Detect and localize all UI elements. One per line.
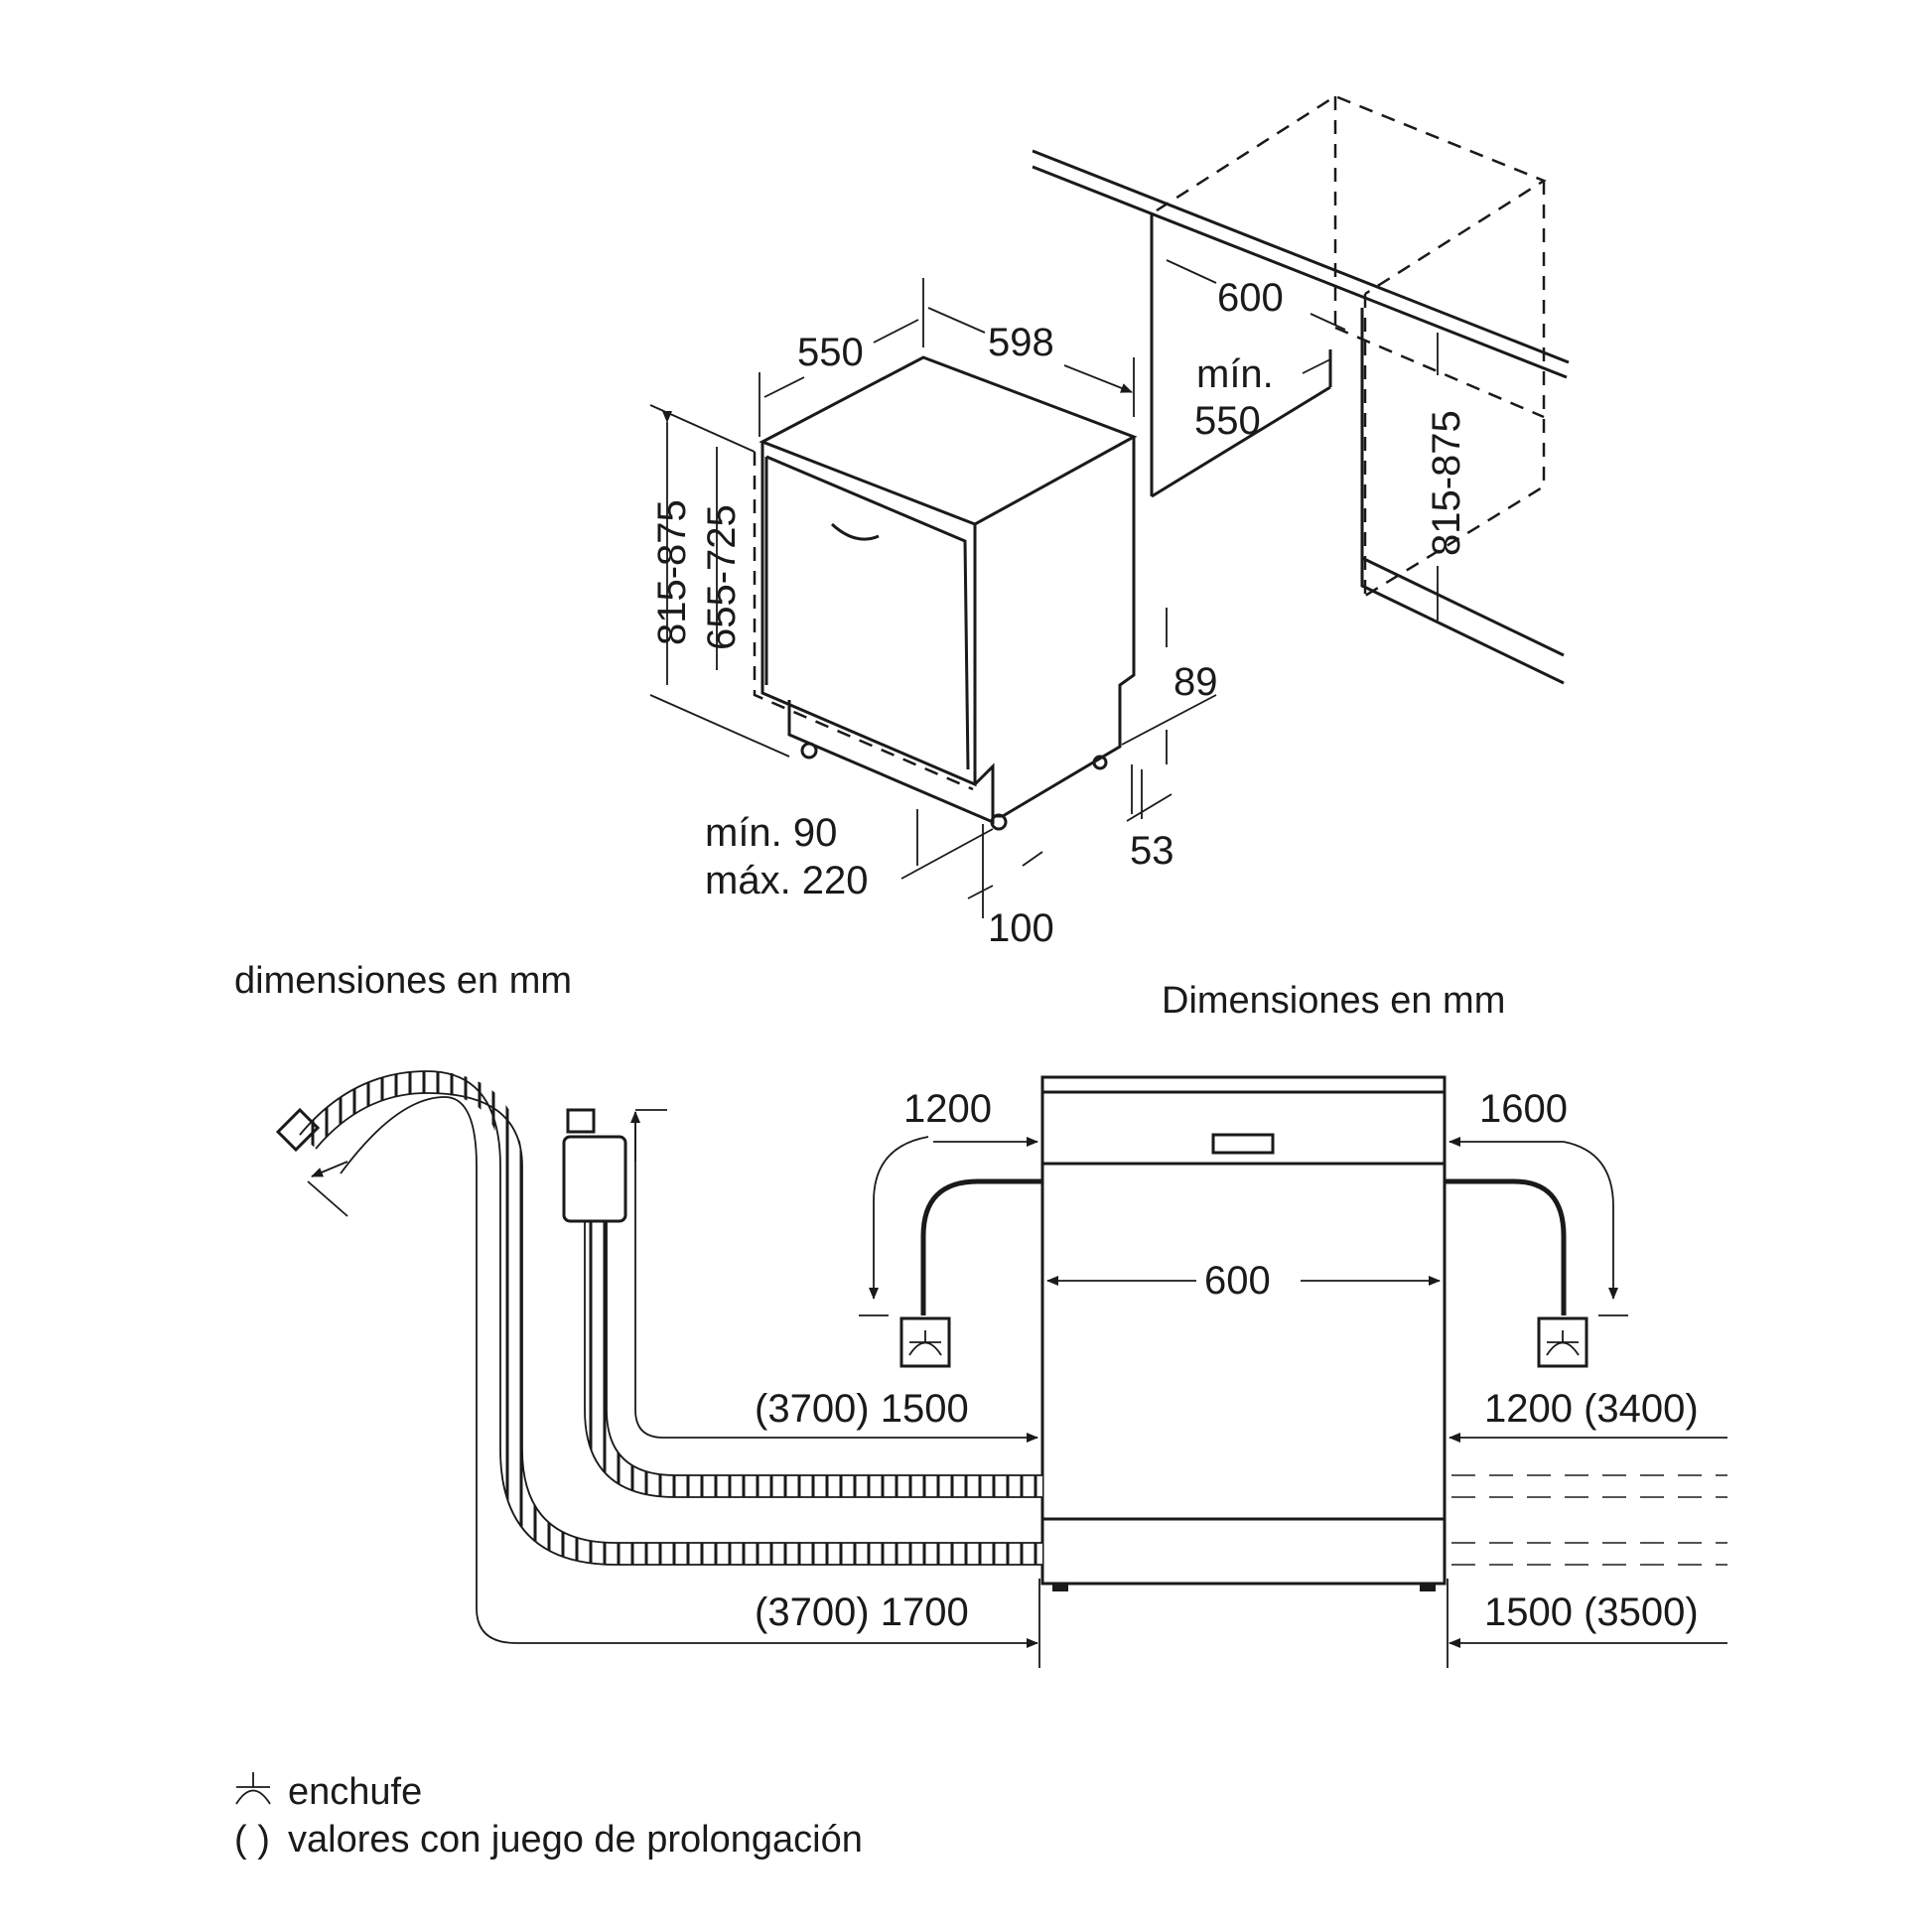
- plug-icon: [235, 1772, 271, 1805]
- legend: enchufe ( ) valores con juego de prolong…: [234, 1771, 863, 1861]
- foot-front-left: [800, 742, 818, 759]
- label-plinth-depth: 53: [1130, 829, 1174, 873]
- aquastop-valve: [562, 1135, 627, 1223]
- front-foot-right: [1420, 1584, 1436, 1591]
- label-foot-offset: 100: [988, 906, 1054, 950]
- label-drain-right: 1500 (3500): [1484, 1590, 1699, 1634]
- drain-reach-line: [340, 1096, 1038, 1648]
- isometric-view: [649, 94, 1570, 918]
- power-cable-left: [920, 1178, 1042, 1315]
- foot-front-right: [990, 813, 1008, 831]
- dim-plinth-lines: [1121, 608, 1217, 822]
- dim-width-ext: [922, 278, 1135, 417]
- dishwasher-side: [973, 437, 1136, 818]
- cable-reach-left: [869, 1136, 929, 1300]
- label-inlet-right: 1200 (3400): [1484, 1387, 1699, 1431]
- caption-right: Dimensiones en mm: [1162, 980, 1505, 1022]
- dim-niche-width-line: [1166, 259, 1346, 331]
- front-view: [275, 1070, 1727, 1668]
- label-width: 598: [988, 321, 1054, 364]
- dim-width-line: [927, 307, 1132, 392]
- label-plinth-recess: 89: [1173, 660, 1218, 704]
- drain-hose: [299, 1070, 1042, 1565]
- dishwasher-door-dashed: [753, 452, 974, 791]
- label-depth: 550: [797, 331, 864, 374]
- label-niche-width: 600: [1217, 276, 1284, 320]
- dishwasher-front: [760, 442, 977, 787]
- label-hose-right-upper: 1600: [1479, 1087, 1568, 1131]
- socket-right: [1537, 1316, 1588, 1368]
- dim-niche-depth-line: [1302, 358, 1331, 374]
- label-hose-left-upper: 1200: [903, 1087, 992, 1131]
- countertop: [1032, 149, 1570, 496]
- hose-continuation: [1451, 1474, 1727, 1566]
- label-inlet-left: (3700) 1500: [755, 1387, 969, 1431]
- valve-connector: [566, 1108, 596, 1134]
- inlet-hose: [585, 1221, 1042, 1497]
- legend-plug: enchufe: [288, 1771, 422, 1813]
- plug-icon-right: [1546, 1330, 1580, 1356]
- niche-floor: [1360, 308, 1565, 685]
- dim-depth-line: [763, 319, 919, 398]
- socket-left: [899, 1316, 951, 1368]
- niche-side-panel: [1151, 349, 1332, 498]
- drain-nozzle: [275, 1107, 321, 1153]
- label-foot-max: máx. 220: [705, 859, 869, 902]
- label-height-body: 655-725: [700, 504, 744, 650]
- dishwasher-top: [759, 355, 1138, 526]
- legend-parentheses: valores con juego de prolongación: [288, 1819, 863, 1861]
- label-drain-left: (3700) 1700: [755, 1590, 969, 1634]
- label-niche-height: 815-875: [1425, 410, 1468, 556]
- dishwasher-handle: [830, 522, 880, 541]
- dishwasher-plinth: [787, 700, 995, 825]
- control-display: [1211, 1133, 1275, 1155]
- front-foot-left: [1052, 1584, 1068, 1591]
- power-cable-right: [1445, 1178, 1567, 1315]
- caption-left: dimensiones en mm: [234, 960, 572, 1002]
- drain-hose-outline: [299, 1070, 1042, 1566]
- inlet-reach-line: [634, 1122, 1038, 1443]
- label-front-width: 600: [1204, 1259, 1271, 1303]
- label-foot-min: mín. 90: [705, 811, 837, 855]
- foot-back-right: [1092, 755, 1108, 770]
- label-height-total: 815-875: [650, 499, 694, 645]
- label-niche-min: mín.: [1196, 352, 1274, 396]
- front-body: [1040, 1075, 1447, 1586]
- label-niche-min-depth: 550: [1194, 399, 1261, 443]
- plug-icon-left: [908, 1330, 942, 1356]
- inlet-hose-outline: [584, 1221, 1042, 1498]
- dishwasher-door: [764, 455, 970, 770]
- dim-foot-lines: [900, 809, 1043, 918]
- cable-reach-right: [1563, 1141, 1618, 1300]
- legend-parentheses-symbol: ( ): [234, 1819, 270, 1861]
